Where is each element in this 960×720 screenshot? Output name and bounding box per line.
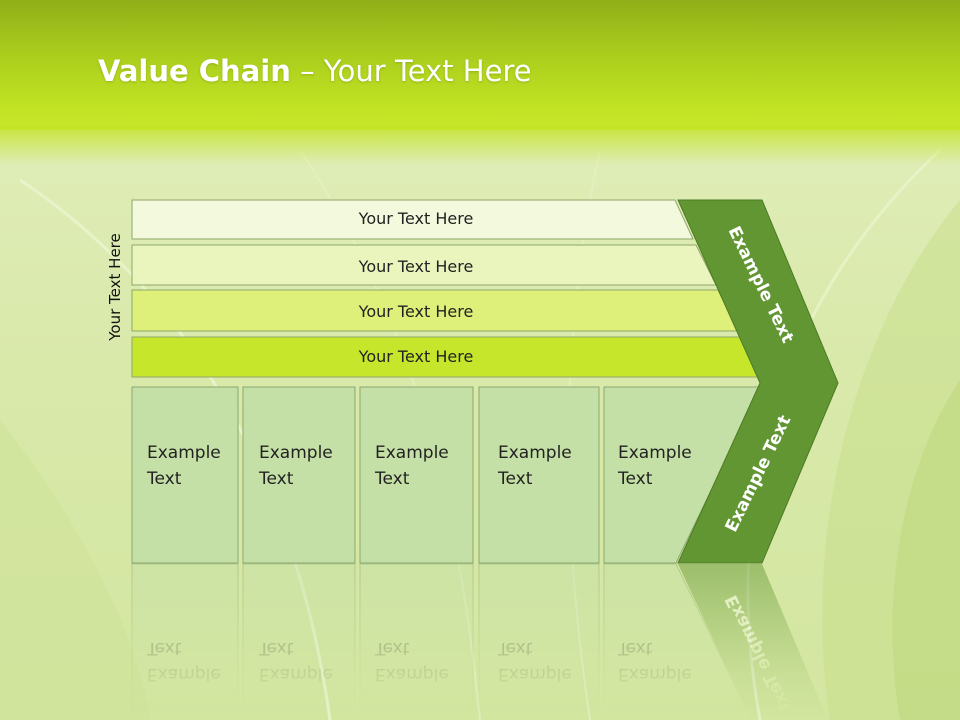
reflection-text: Text xyxy=(617,638,653,658)
bar-2-label: Your Text Here xyxy=(358,257,474,276)
bar-4-label: Your Text Here xyxy=(358,347,474,366)
cell-1-text-2: Text xyxy=(146,469,182,489)
title-banner xyxy=(0,0,960,130)
cell-5-text-2: Text xyxy=(617,469,653,489)
cell-2-text-2: Text xyxy=(258,469,294,489)
cell-5-text: Example xyxy=(618,443,692,463)
reflection-text: Example xyxy=(147,664,221,684)
bar-1-label: Your Text Here xyxy=(358,209,474,228)
slide-title[interactable]: Value Chain – Your Text Here xyxy=(98,54,532,94)
reflection-text: Text xyxy=(258,638,294,658)
title-rest: – Your Text Here xyxy=(290,54,532,88)
cell-3-text-2: Text xyxy=(374,469,410,489)
title-bold: Value Chain xyxy=(98,54,291,88)
cell-2[interactable] xyxy=(242,386,356,564)
bar-1[interactable] xyxy=(131,199,694,240)
reflection-text: Example xyxy=(618,664,692,684)
cell-3[interactable] xyxy=(359,386,474,564)
reflection-cell xyxy=(603,563,752,720)
cell-4-text: Example xyxy=(498,443,572,463)
reflection-text: Example xyxy=(259,664,333,684)
cell-2-text: Example xyxy=(259,443,333,463)
reflection-chevron-body xyxy=(678,564,828,720)
cell-4-text-2: Text xyxy=(497,469,533,489)
reflection-text: Text xyxy=(374,638,410,658)
cell-5[interactable] xyxy=(603,386,762,564)
primary-activities: Example Text Example Text Example Text E… xyxy=(131,386,762,564)
banner-fade xyxy=(0,125,960,165)
chevron-shape[interactable] xyxy=(677,199,839,564)
reflection-text: Example xyxy=(498,664,572,684)
bar-3-label: Your Text Here xyxy=(358,302,474,321)
reflection-text: Text xyxy=(497,638,533,658)
reflection-cell xyxy=(359,563,474,720)
cell-4[interactable] xyxy=(478,386,600,564)
cell-1-text: Example xyxy=(147,443,221,463)
reflection-text: Text xyxy=(146,638,182,658)
support-bars: Your Text Here Your Text Here Your Text … xyxy=(131,199,763,378)
cell-1[interactable] xyxy=(131,386,239,564)
cell-3-text: Example xyxy=(375,443,449,463)
reflection-cell xyxy=(242,563,356,720)
reflection-cell xyxy=(478,563,600,720)
reflection-text: Example xyxy=(375,664,449,684)
reflection-cell xyxy=(131,563,239,720)
